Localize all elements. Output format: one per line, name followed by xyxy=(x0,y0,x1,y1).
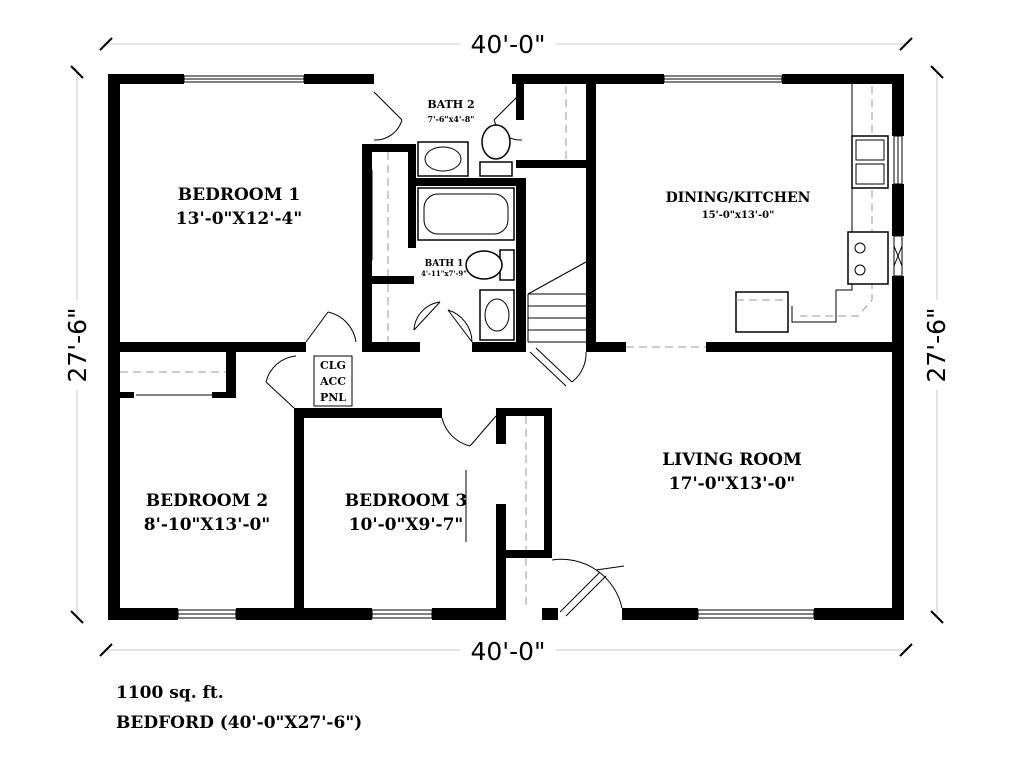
closet-rods xyxy=(120,86,706,608)
bath1-name: BATH 1 xyxy=(425,259,464,269)
dining-kitchen-name: DINING/KITCHEN xyxy=(666,190,811,206)
bedroom2-size: 8'-10"X13'-0" xyxy=(144,515,270,535)
bath2-size: 7'-6"x4'-8" xyxy=(428,114,475,124)
left-dimension: 27'-6" xyxy=(63,307,92,382)
kitchen-fridge xyxy=(735,291,789,333)
bath2-name: BATH 2 xyxy=(427,98,474,111)
living-room-name: LIVING ROOM xyxy=(662,450,802,470)
doors xyxy=(265,91,625,617)
dimension-lines: 40'-0" 40'-0" 27'-6" 27'-6" xyxy=(60,28,954,666)
bottom-dimension: 40'-0" xyxy=(470,637,545,666)
windows xyxy=(177,75,903,619)
kitchen-stove xyxy=(847,231,889,285)
dining-kitchen-size: 15'-0"x13'-0" xyxy=(702,210,775,221)
living-room-size: 17'-0"X13'-0" xyxy=(669,474,795,494)
panel-line1: CLG xyxy=(320,359,346,372)
bedroom3-size: 10'-0"X9'-7" xyxy=(349,515,464,535)
stairs xyxy=(527,261,587,343)
bath1-size: 4'-11"x7'-9" xyxy=(421,269,467,278)
ceiling-access-panel: CLG ACC PNL xyxy=(313,355,353,407)
panel-line2: ACC xyxy=(319,375,346,388)
bedroom1-size: 13'-0"X12'-4" xyxy=(176,209,302,229)
area-caption: 1100 sq. ft. xyxy=(116,683,224,703)
bedroom2-name: BEDROOM 2 xyxy=(146,491,268,511)
caption: 1100 sq. ft. BEDFORD (40'-0"X27'-6") xyxy=(116,683,362,733)
bath1-toilet xyxy=(465,250,503,280)
bath1-tub xyxy=(417,187,515,241)
bedroom1-name: BEDROOM 1 xyxy=(178,185,300,205)
model-caption: BEDFORD (40'-0"X27'-6") xyxy=(116,713,362,733)
bath-fixtures xyxy=(417,124,515,341)
bedroom3-name: BEDROOM 3 xyxy=(345,491,467,511)
bath2-sink xyxy=(417,141,469,177)
kitchen-sink xyxy=(851,135,889,189)
right-dimension: 27'-6" xyxy=(922,307,951,382)
bath2-toilet xyxy=(481,124,511,160)
interior-walls xyxy=(108,84,904,620)
room-labels: BEDROOM 1 13'-0"X12'-4" BATH 2 7'-6"x4'-… xyxy=(144,98,811,535)
panel-line3: PNL xyxy=(320,391,346,404)
top-dimension: 40'-0" xyxy=(470,30,545,59)
exterior-walls xyxy=(108,74,904,620)
kitchen-fixtures xyxy=(735,84,889,333)
bath1-sink xyxy=(479,289,515,341)
